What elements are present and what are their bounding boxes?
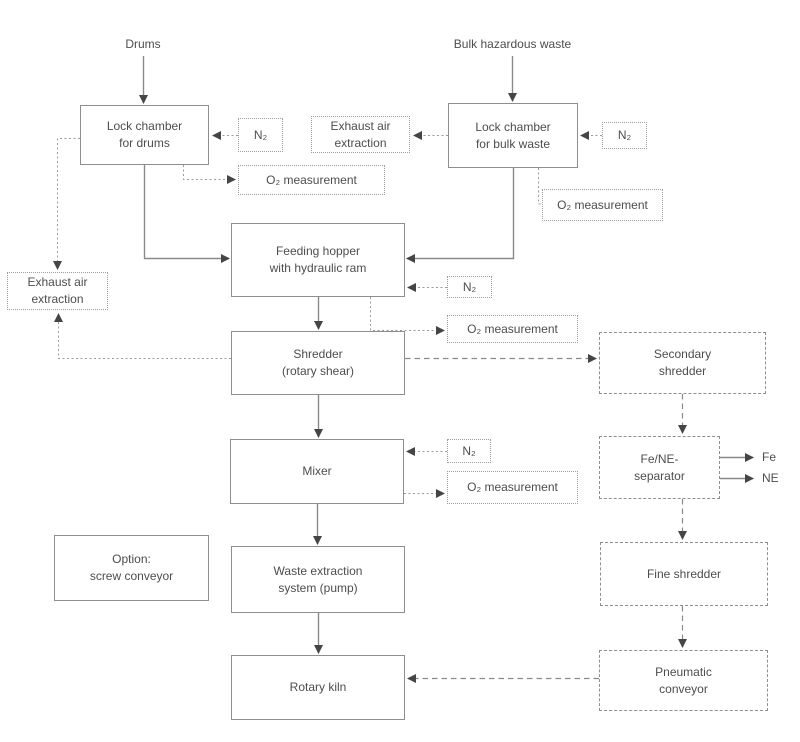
input-label-drums: Drums bbox=[125, 37, 161, 51]
utility-n2-hopper: N₂ bbox=[447, 276, 492, 298]
node-shredder: Shredder (rotary shear) bbox=[231, 331, 405, 395]
node-fe-ne-separator: Fe/NE- separator bbox=[599, 436, 720, 499]
output-label-fe: Fe bbox=[762, 450, 777, 464]
edge-shredder-to-exhaust-left bbox=[54, 313, 231, 359]
node-waste-extraction-system: Waste extraction system (pump) bbox=[231, 546, 405, 613]
utility-exhaust-air-left: Exhaust air extraction bbox=[7, 272, 108, 310]
edge-hopper-to-o2 bbox=[370, 297, 445, 335]
node-pneumatic-conveyor: Pneumatic conveyor bbox=[599, 650, 768, 711]
node-lock-chamber-bulk-waste: Lock chamber for bulk waste bbox=[448, 103, 578, 168]
edge-lock-bulk-to-hopper bbox=[406, 168, 515, 263]
node-fine-shredder: Fine shredder bbox=[600, 542, 768, 606]
input-label-bulk-hazardous-waste: Bulk hazardous waste bbox=[453, 37, 572, 51]
utility-o2-lock-bulk: O₂ measurement bbox=[542, 189, 663, 221]
edge-lock-drums-to-exhaust-left bbox=[53, 138, 80, 270]
node-secondary-shredder: Secondary shredder bbox=[599, 332, 766, 394]
utility-o2-lock-drums: O₂ measurement bbox=[238, 165, 385, 195]
edge-lock-drums-to-o2 bbox=[183, 165, 236, 184]
utility-n2-lock-drums: N₂ bbox=[238, 118, 283, 152]
node-mixer: Mixer bbox=[230, 439, 404, 504]
edge-lock-drums-to-hopper bbox=[143, 165, 230, 263]
node-lock-chamber-drums: Lock chamber for drums bbox=[80, 105, 209, 165]
node-option-screw-conveyor: Option: screw conveyor bbox=[54, 535, 209, 601]
utility-exhaust-air-top: Exhaust air extraction bbox=[311, 116, 410, 153]
edge-lock-bulk-to-o2 bbox=[538, 168, 541, 205]
utility-n2-mixer: N₂ bbox=[447, 439, 491, 463]
utility-n2-lock-bulk: N₂ bbox=[602, 122, 647, 149]
node-rotary-kiln: Rotary kiln bbox=[231, 655, 405, 720]
output-label-ne: NE bbox=[762, 471, 779, 485]
utility-o2-hopper: O₂ measurement bbox=[447, 315, 578, 343]
node-feeding-hopper: Feeding hopper with hydraulic ram bbox=[231, 223, 405, 297]
utility-o2-mixer: O₂ measurement bbox=[447, 471, 578, 504]
